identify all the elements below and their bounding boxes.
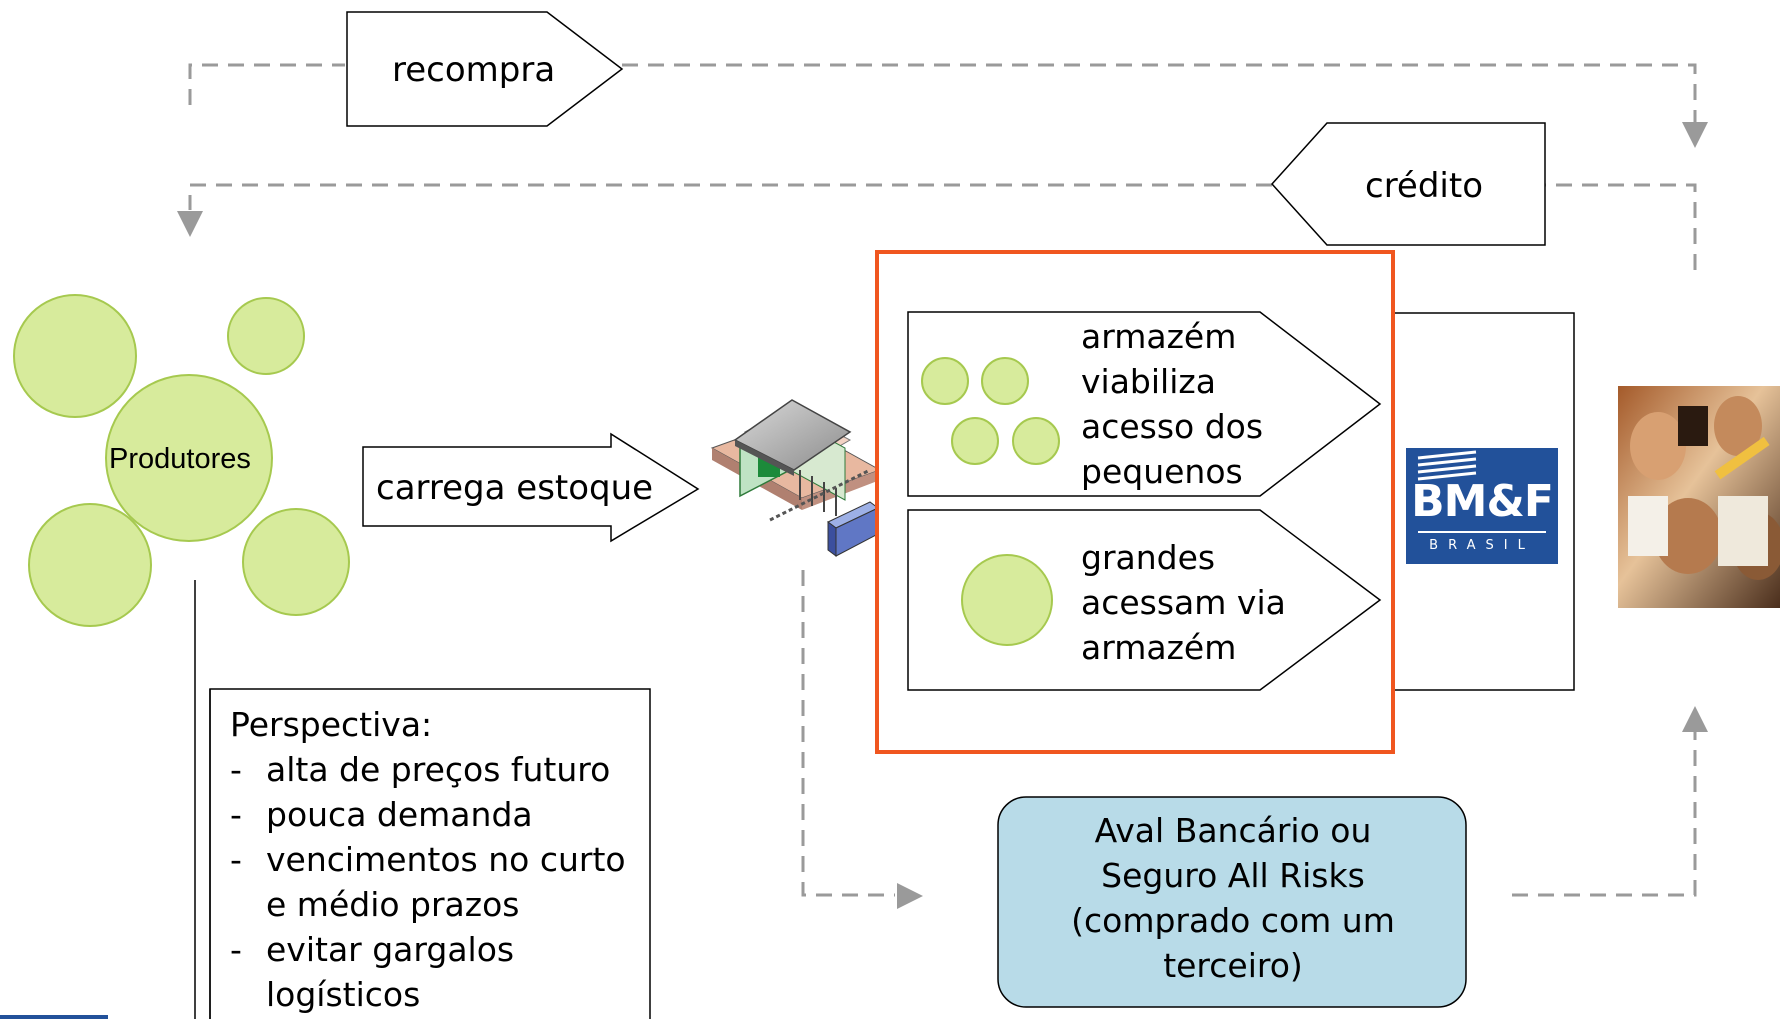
perspective-item: - alta de preços futuro bbox=[230, 747, 650, 792]
producer-bubble bbox=[13, 294, 137, 418]
bullet-dash: - bbox=[230, 840, 242, 879]
credito-flow-arrow bbox=[1270, 122, 1546, 246]
corner-marker bbox=[0, 1015, 108, 1019]
small-producer-bubble bbox=[981, 357, 1029, 405]
bullet-dash: - bbox=[230, 795, 242, 834]
perspective-item-line: vencimentos no curto bbox=[266, 840, 626, 879]
perspective-item-line: e médio prazos bbox=[266, 885, 520, 924]
large-producer-bubble bbox=[961, 554, 1053, 646]
bmf-logo: BM&F BRASIL bbox=[1406, 448, 1558, 564]
small-producers-line: armazém bbox=[1081, 317, 1237, 356]
carrega-estoque-label: carrega estoque bbox=[376, 468, 654, 508]
warehouse-to-guarantee-line bbox=[801, 570, 895, 897]
guarantee-line: (comprado com um bbox=[1071, 901, 1395, 940]
producer-bubble bbox=[242, 508, 350, 616]
perspective-item-line: alta de preços futuro bbox=[266, 750, 611, 789]
large-producers-card bbox=[907, 509, 1382, 691]
recompra-flow-line bbox=[188, 63, 1697, 122]
small-producers-text: armazém viabiliza acesso dos pequenos bbox=[1081, 314, 1263, 494]
recompra-flow-arrow bbox=[346, 11, 624, 127]
credito-arrowhead-icon bbox=[177, 211, 203, 237]
guarantee-line: Seguro All Risks bbox=[1101, 856, 1365, 895]
perspective-item: - pouca demanda bbox=[230, 792, 650, 837]
warehouse-icon bbox=[710, 399, 882, 557]
trading-floor-photo bbox=[1618, 386, 1780, 608]
perspective-item: - vencimentos no curto e médio prazos bbox=[230, 837, 650, 927]
producer-bubble-main bbox=[105, 374, 273, 542]
recompra-label: recompra bbox=[392, 50, 556, 90]
perspective-title: Perspectiva: bbox=[230, 705, 433, 744]
guarantee-line: Aval Bancário ou bbox=[1094, 811, 1372, 850]
perspective-box bbox=[209, 688, 651, 1019]
large-producers-text: grandes acessam via armazém bbox=[1081, 535, 1286, 670]
bullet-dash: - bbox=[230, 930, 242, 969]
producers-label: Produtores bbox=[109, 443, 251, 475]
bullet-dash: - bbox=[230, 750, 242, 789]
perspective-item-line: pouca demanda bbox=[266, 795, 533, 834]
credito-label: crédito bbox=[1365, 166, 1484, 206]
small-producer-bubble bbox=[951, 417, 999, 465]
perspective-item-line: evitar gargalos bbox=[266, 930, 515, 969]
bmf-logo-name: BM&F bbox=[1411, 476, 1554, 527]
large-producers-line: acessam via bbox=[1081, 583, 1286, 622]
small-producer-bubbles bbox=[921, 357, 1060, 465]
perspective-text: Perspectiva: - alta de preços futuro - p… bbox=[230, 702, 650, 1017]
producer-bubble bbox=[28, 503, 152, 627]
credito-flow-line bbox=[188, 183, 1697, 270]
carrega-estoque-arrow bbox=[362, 432, 700, 543]
buyers-arrowhead-icon bbox=[1682, 706, 1708, 732]
guarantee-to-buyers-line bbox=[1512, 732, 1697, 897]
producers-cluster bbox=[13, 294, 350, 627]
guarantee-arrowhead-icon bbox=[897, 883, 923, 909]
large-producers-line: armazém bbox=[1081, 628, 1237, 667]
recompra-arrowhead-icon bbox=[1682, 122, 1708, 148]
bmf-logo-subtitle: BRASIL bbox=[1429, 538, 1535, 553]
small-producer-bubble bbox=[1012, 417, 1060, 465]
perspective-item: - evitar gargalos logísticos bbox=[230, 927, 650, 1017]
producer-bubble bbox=[227, 297, 305, 375]
small-producers-line: acesso dos bbox=[1081, 407, 1264, 446]
large-producers-line: grandes bbox=[1081, 538, 1216, 577]
guarantee-line: terceiro) bbox=[1163, 946, 1303, 985]
small-producers-line: pequenos bbox=[1081, 452, 1243, 491]
small-producer-bubble bbox=[921, 357, 969, 405]
guarantee-text: Aval Bancário ou Seguro All Risks (compr… bbox=[998, 808, 1468, 988]
small-producers-line: viabiliza bbox=[1081, 362, 1216, 401]
guarantee-box bbox=[997, 796, 1467, 1008]
perspective-item-line: logísticos bbox=[266, 975, 421, 1014]
